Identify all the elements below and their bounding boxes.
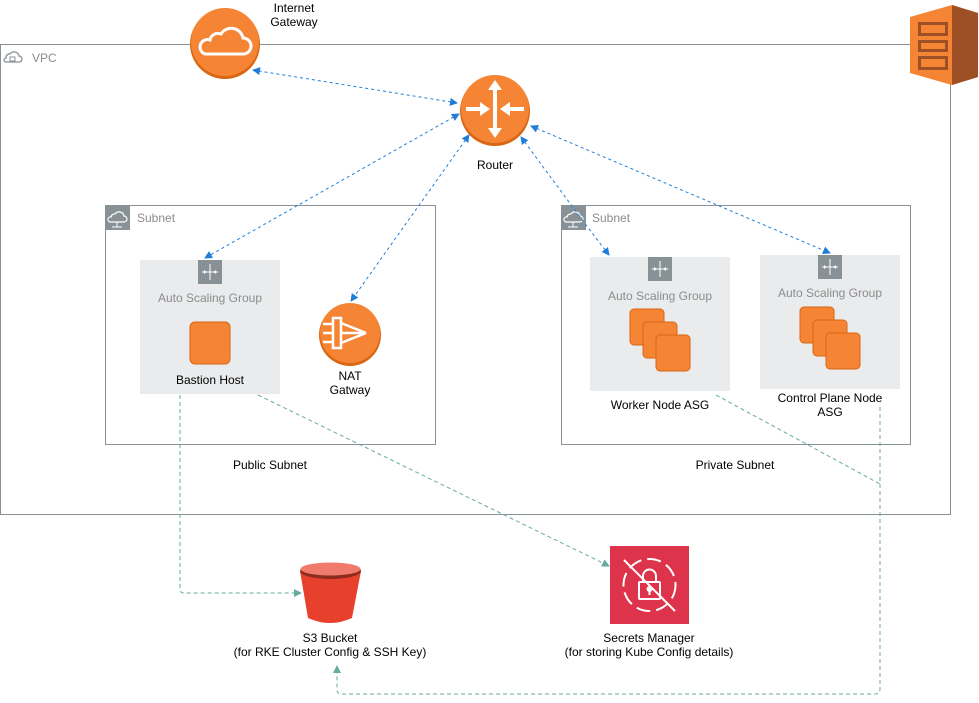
worker-asg-label: Auto Scaling Group (608, 289, 712, 303)
router-icon (466, 80, 524, 138)
router-label: Router (477, 158, 513, 172)
internet-gateway[interactable]: Internet Gateway (190, 1, 318, 79)
public-subnet-header: Subnet (137, 211, 176, 225)
worker-node-asg-caption: Worker Node ASG (611, 398, 709, 412)
green-connectors (179, 394, 881, 695)
link-worker-secrets-right (715, 394, 881, 485)
link-router-nat (350, 134, 470, 302)
ec2-instances-icon (629, 308, 691, 372)
link-router-bastion-asg (204, 113, 460, 259)
bucket-icon (300, 571, 361, 623)
private-subnet-header: Subnet (592, 211, 631, 225)
asg-icon (818, 255, 842, 279)
ec2-instance-icon (189, 321, 231, 365)
asg-icon (198, 260, 222, 284)
router[interactable]: Router (460, 75, 530, 172)
control-plane-label-1: Control Plane Node (778, 391, 883, 405)
link-bastion-secrets (257, 394, 610, 567)
nat-gateway-icon (323, 316, 367, 350)
control-plane-asg[interactable]: Auto Scaling Group Control Plane Node AS… (760, 255, 900, 419)
ec2-instances-icon (799, 306, 861, 370)
link-router-control-asg (530, 125, 831, 254)
private-subnet-group: Subnet Private Subnet Auto Scaling Group… (561, 205, 911, 472)
control-asg-label: Auto Scaling Group (778, 286, 882, 300)
internet-gateway-label-2: Gateway (270, 15, 317, 29)
asg-icon (648, 257, 672, 281)
secrets-label-2: (for storing Kube Config details) (565, 645, 734, 659)
link-control-s3 (333, 407, 881, 695)
secrets-manager[interactable]: Secrets Manager (for storing Kube Config… (565, 546, 734, 659)
vpc-cloud-icon (3, 51, 23, 63)
lock-icon (622, 558, 677, 612)
subnet-icon (105, 205, 130, 230)
bastion-asg-label: Auto Scaling Group (158, 291, 262, 305)
vpc-label: VPC (32, 51, 57, 65)
public-subnet-caption: Public Subnet (233, 458, 308, 472)
s3-label-2: (for RKE Cluster Config & SSH Key) (234, 645, 427, 659)
link-router-igw (252, 67, 458, 106)
worker-node-asg[interactable]: Auto Scaling Group Worker Node ASG (590, 257, 730, 412)
bastion-host-label: Bastion Host (176, 373, 245, 387)
vpc-group: VPC (0, 44, 951, 515)
private-subnet-caption: Private Subnet (696, 458, 775, 472)
internet-gateway-label-1: Internet (274, 1, 315, 15)
link-bastion-s3 (179, 395, 302, 597)
nat-gateway-label-2: Gatway (330, 383, 371, 397)
aws-logo-icon (910, 5, 978, 85)
link-router-worker-asg (520, 136, 610, 256)
blue-connectors (204, 67, 831, 302)
bastion-asg[interactable]: Auto Scaling Group Bastion Host (140, 260, 280, 394)
nat-gateway-label-1: NAT (338, 369, 362, 383)
nat-gateway[interactable]: NAT Gatway (319, 303, 381, 397)
s3-label-1: S3 Bucket (303, 631, 358, 645)
secrets-label-1: Secrets Manager (603, 631, 694, 645)
subnet-icon (561, 205, 586, 230)
control-plane-label-2: ASG (817, 405, 842, 419)
s3-bucket[interactable]: S3 Bucket (for RKE Cluster Config & SSH … (234, 562, 427, 660)
cloud-icon (198, 26, 253, 56)
public-subnet-group: Subnet Public Subnet Auto Scaling Group … (105, 205, 436, 472)
